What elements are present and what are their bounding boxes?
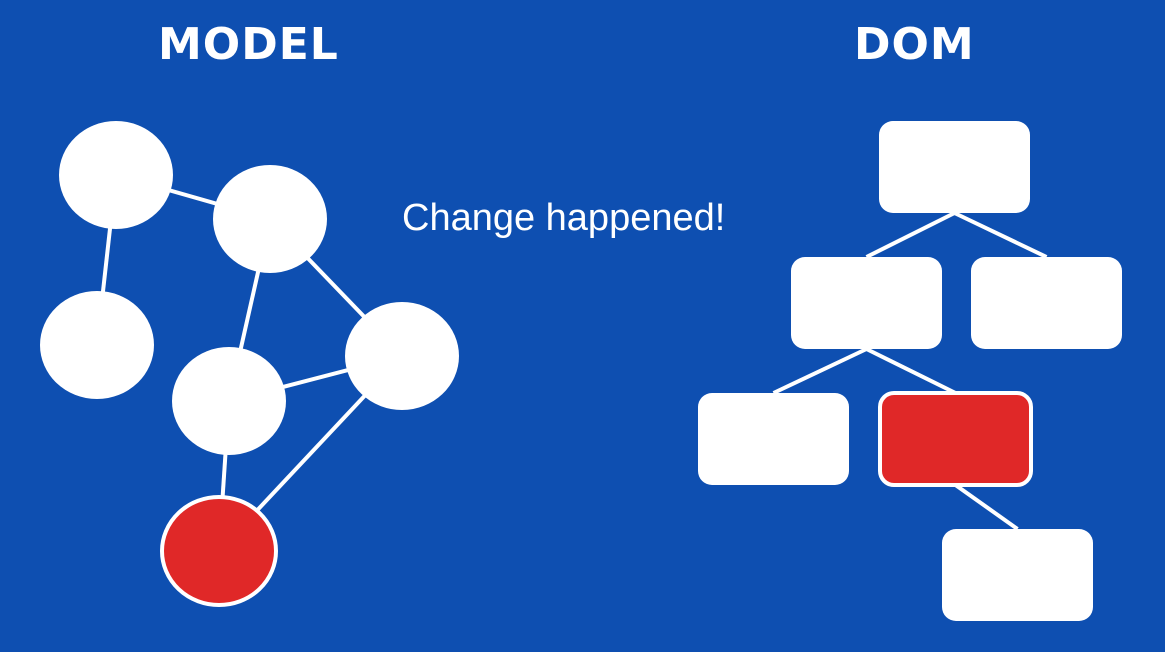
- dom-heading: DOM: [854, 19, 975, 70]
- change-message: Change happened!: [402, 197, 726, 239]
- dom-node-changed: [878, 391, 1033, 487]
- dom-edge-d2-d4: [772, 347, 868, 395]
- dom-edge-d1-d3: [953, 211, 1048, 259]
- dom-node-d3: [971, 257, 1122, 349]
- dom-node-d4: [698, 393, 849, 485]
- model-node-m2: [213, 165, 327, 273]
- dom-node-d6: [942, 529, 1093, 621]
- model-node-m3: [40, 291, 154, 399]
- model-nodes: [40, 121, 459, 607]
- dom-node-d1: [879, 121, 1030, 213]
- dom-edge-d1-d2: [865, 211, 956, 259]
- dom-edges: [772, 211, 1048, 531]
- dom-edge-d2-d5: [865, 347, 957, 395]
- model-node-m5: [345, 302, 459, 410]
- dom-node-d2: [791, 257, 942, 349]
- model-node-changed: [160, 495, 278, 607]
- model-node-m1: [59, 121, 173, 229]
- dom-edge-d5-d6: [954, 483, 1019, 531]
- model-node-m4: [172, 347, 286, 455]
- dom-nodes: [698, 121, 1122, 621]
- model-heading: MODEL: [158, 19, 339, 70]
